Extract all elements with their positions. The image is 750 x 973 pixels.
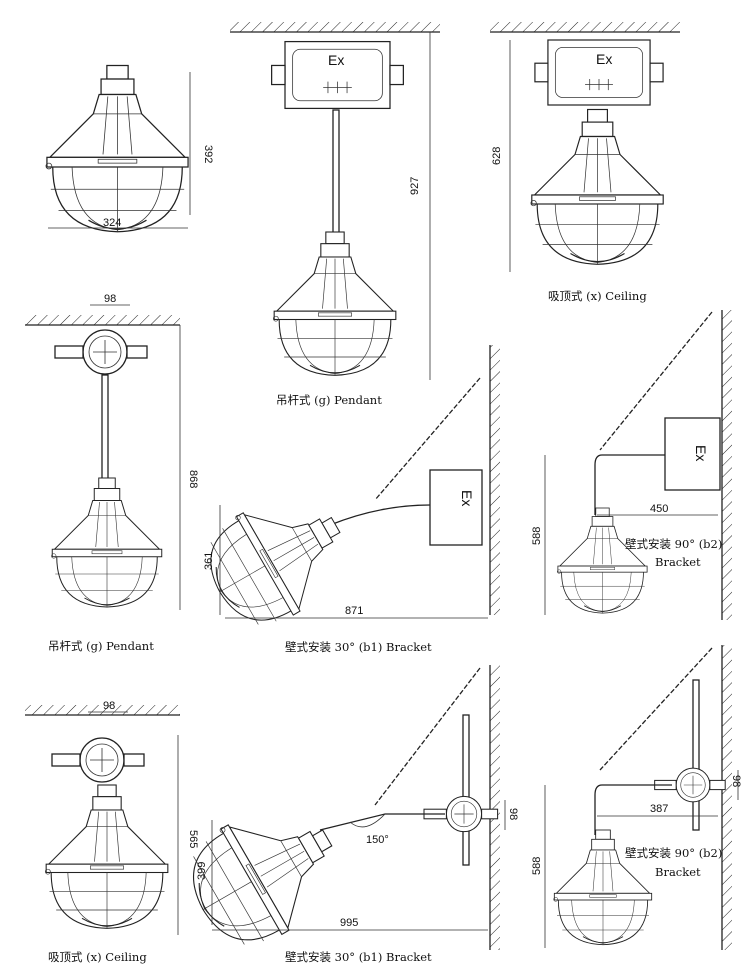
caption: 壁式安装 90° (b2): [625, 846, 722, 860]
view-lamp-only: 392 324: [45, 64, 214, 233]
dim-width: 871: [345, 605, 363, 617]
ex-marking: Ex: [596, 51, 612, 67]
caption: 壁式安装 30° (b1) Bracket: [285, 950, 432, 964]
dim-width: 324: [103, 217, 121, 229]
ex-marking: Ex: [459, 490, 475, 506]
dim-height: 868: [187, 470, 199, 488]
dim-angle: 150°: [366, 834, 389, 846]
view-pendant-mid: 98 868 吊杆式 (g) Pendant: [25, 293, 199, 653]
caption: 吸顶式 (x) Ceiling: [48, 950, 147, 964]
dim-box: 98: [507, 808, 519, 820]
dim-height: 399: [196, 862, 208, 880]
caption: 吊杆式 (g) Pendant: [276, 393, 382, 407]
view-bracket90-bottom: 98 588 387 壁式安装 90° (b2) Bracket: [531, 645, 742, 950]
dim-box: 98: [104, 293, 116, 305]
caption: 吊杆式 (g) Pendant: [48, 639, 154, 653]
caption-line2: Bracket: [655, 865, 701, 879]
dim-width: 450: [650, 503, 668, 515]
ex-marking: Ex: [693, 445, 709, 461]
view-bracket30-bottom: 150° 98 399 995 壁式安装 30° (b1) Bracket: [171, 665, 519, 964]
caption-line2: Bracket: [655, 555, 701, 569]
caption: 壁式安装 30° (b1) Bracket: [285, 640, 432, 654]
dim-width: 387: [650, 803, 668, 815]
dim-box: 98: [103, 700, 115, 712]
dim-height: 927: [409, 177, 421, 195]
dim-height: 392: [202, 145, 214, 163]
dim-width: 995: [340, 917, 358, 929]
dim-height: 361: [203, 552, 215, 570]
view-bracket30-mid: Ex 361 871 壁式安装 30° (b1) Bracket: [190, 345, 500, 654]
caption: 壁式安装 90° (b2): [625, 537, 722, 551]
view-ceiling-bottom: 98 565 吸顶式 (x) Ceiling: [25, 700, 199, 964]
view-ceiling-top: Ex 628 吸顶式 (x) Ceiling: [490, 22, 680, 303]
caption: 吸顶式 (x) Ceiling: [548, 289, 647, 303]
dim-height: 588: [531, 527, 543, 545]
dim-box: 98: [730, 775, 742, 787]
dim-height: 588: [531, 857, 543, 875]
ex-marking: Ex: [328, 52, 344, 68]
dim-height: 565: [187, 830, 199, 848]
view-pendant-top: Ex 927 吊杆式 (g) Pendant: [230, 22, 440, 407]
view-bracket90-mid: Ex 588 450 壁式安装 90° (b2) Bracket: [531, 310, 732, 620]
dim-height: 628: [491, 147, 503, 165]
